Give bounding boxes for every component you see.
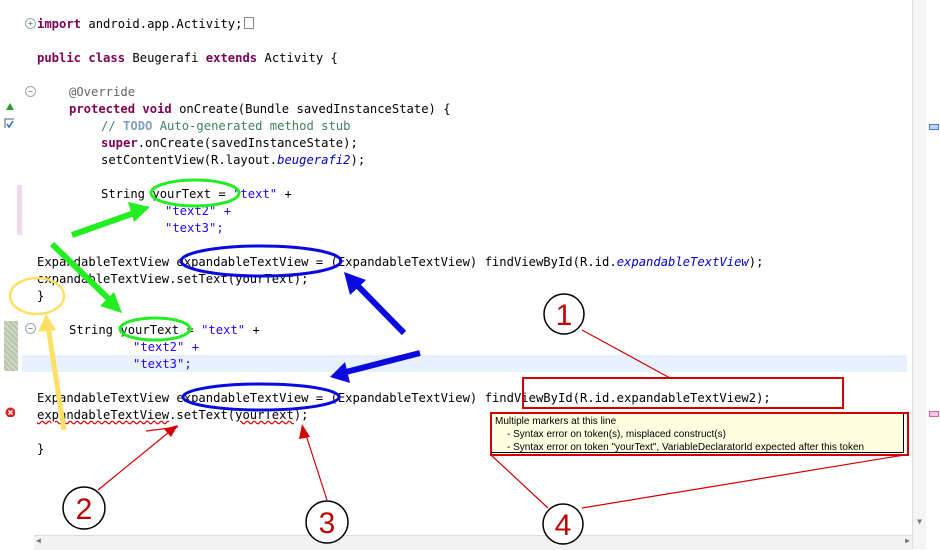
callout-label-3: 3 bbox=[319, 507, 336, 540]
left-ruler bbox=[0, 0, 20, 549]
red-box-findviewbyid bbox=[522, 377, 844, 409]
callout-circle-3 bbox=[305, 500, 349, 544]
quick-diff-bar bbox=[4, 321, 18, 371]
error-tooltip: Multiple markers at this line - Syntax e… bbox=[491, 413, 904, 453]
task-marker-icon bbox=[4, 118, 14, 128]
callout-label-2: 2 bbox=[76, 493, 93, 526]
callout-circle-1 bbox=[543, 293, 585, 335]
code-line-string-2[interactable]: String yourText = "text" + bbox=[69, 323, 260, 337]
fold-collapse-icon[interactable]: − bbox=[25, 86, 36, 97]
code-line-string-2b[interactable]: "text3"; bbox=[133, 357, 192, 371]
blue-arrow-1 bbox=[352, 280, 407, 336]
code-line-string-1[interactable]: String yourText = "text" + bbox=[101, 187, 292, 201]
callout-label-4: 4 bbox=[555, 509, 572, 542]
blue-ellipse-2 bbox=[181, 382, 341, 412]
scroll-down-icon[interactable]: ▼ bbox=[917, 517, 922, 526]
yellow-arrow bbox=[45, 325, 67, 431]
code-line-method[interactable]: protected void onCreate(Bundle savedInst… bbox=[69, 102, 451, 116]
yellow-ellipse bbox=[8, 276, 66, 316]
vertical-scrollbar[interactable]: ▼ bbox=[912, 0, 927, 549]
blue-arrow-2 bbox=[345, 350, 421, 375]
scroll-right-icon[interactable]: ▶ bbox=[905, 536, 910, 545]
code-line-super[interactable]: super.onCreate(savedInstanceState); bbox=[101, 136, 358, 150]
code-line-string-1b[interactable]: "text3"; bbox=[165, 221, 224, 235]
code-line-string-1a[interactable]: "text2" + bbox=[165, 204, 232, 218]
tooltip-line-2: - Syntax error on token "yourText", Vari… bbox=[507, 442, 865, 453]
code-line-string-2a[interactable]: "text2" + bbox=[133, 340, 200, 354]
green-ellipse-2 bbox=[118, 316, 192, 342]
green-arrow-1 bbox=[71, 208, 141, 238]
green-arrow-2 bbox=[49, 241, 115, 305]
red-box-tooltip bbox=[490, 412, 909, 456]
code-line-todo[interactable]: // TODO Auto-generated method stub bbox=[101, 119, 351, 133]
fold-expand-icon[interactable]: + bbox=[25, 18, 36, 29]
error-overview-marker[interactable] bbox=[929, 411, 939, 417]
code-line-import[interactable]: import android.app.Activity; bbox=[37, 16, 255, 32]
code-line-close-2[interactable]: } bbox=[37, 442, 45, 456]
code-editor[interactable]: + − − import android.app.Activity; publi… bbox=[0, 0, 912, 549]
code-line-class[interactable]: public class Beugerafi extends Activity … bbox=[37, 51, 338, 65]
task-overview-marker[interactable] bbox=[929, 124, 939, 130]
callout-label-1: 1 bbox=[556, 299, 573, 332]
code-line-annotation[interactable]: @Override bbox=[69, 85, 136, 99]
fold-collapse-icon[interactable]: − bbox=[25, 323, 36, 334]
callout-circle-4 bbox=[542, 503, 584, 545]
code-line-settext-2[interactable]: expandableTextView.setText(yourText); bbox=[37, 408, 309, 422]
code-line-expandable-2[interactable]: ExpandableTextView expandableTextView = … bbox=[37, 391, 771, 405]
scroll-left-icon[interactable]: ◀ bbox=[36, 536, 41, 545]
tooltip-title: Multiple markers at this line bbox=[495, 416, 617, 427]
change-bar bbox=[17, 185, 22, 235]
folded-imports-icon[interactable] bbox=[244, 17, 255, 29]
override-marker-icon bbox=[6, 103, 14, 110]
error-icon[interactable] bbox=[5, 407, 15, 417]
code-line-setcontent[interactable]: setContentView(R.layout.beugerafi2); bbox=[101, 153, 366, 167]
code-line-close-1[interactable]: } bbox=[37, 289, 45, 303]
blue-ellipse-1 bbox=[179, 244, 343, 278]
green-ellipse-1 bbox=[149, 178, 241, 208]
tooltip-line-1: - Syntax error on token(s), misplaced co… bbox=[507, 429, 726, 440]
current-line-highlight bbox=[22, 355, 907, 372]
overview-ruler bbox=[926, 0, 940, 549]
callout-circle-2 bbox=[62, 486, 106, 530]
horizontal-scrollbar[interactable]: ◀ ▶ bbox=[34, 535, 912, 550]
